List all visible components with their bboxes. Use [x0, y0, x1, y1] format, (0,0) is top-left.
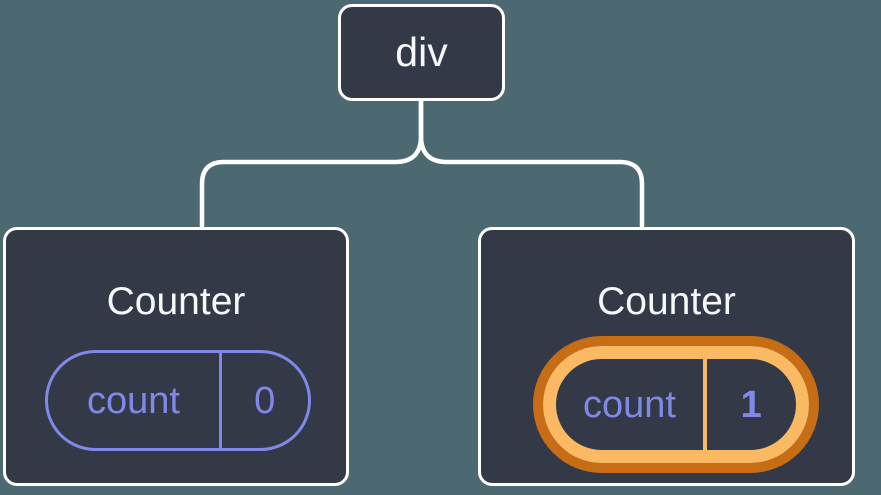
component-title: Counter	[597, 280, 736, 323]
state-pill-divider	[219, 353, 222, 448]
tree-node-div: div	[338, 4, 505, 101]
connector-root-to-left-child	[199, 98, 424, 229]
state-name-label: count	[583, 383, 676, 426]
tree-connector-lines	[199, 98, 645, 229]
tree-node-counter-left: Counter count 0	[3, 227, 349, 486]
state-pill: count 0	[45, 350, 311, 451]
connector-root-to-right-child	[418, 98, 645, 229]
component-title: Counter	[106, 280, 246, 323]
state-name-label: count	[87, 379, 180, 422]
tree-node-counter-right: Counter count 1	[478, 227, 855, 486]
state-pill-highlighted: count 1	[543, 346, 809, 463]
state-value-label: 1	[740, 383, 762, 426]
state-value-label: 0	[254, 379, 276, 422]
state-pill-divider	[703, 359, 707, 450]
